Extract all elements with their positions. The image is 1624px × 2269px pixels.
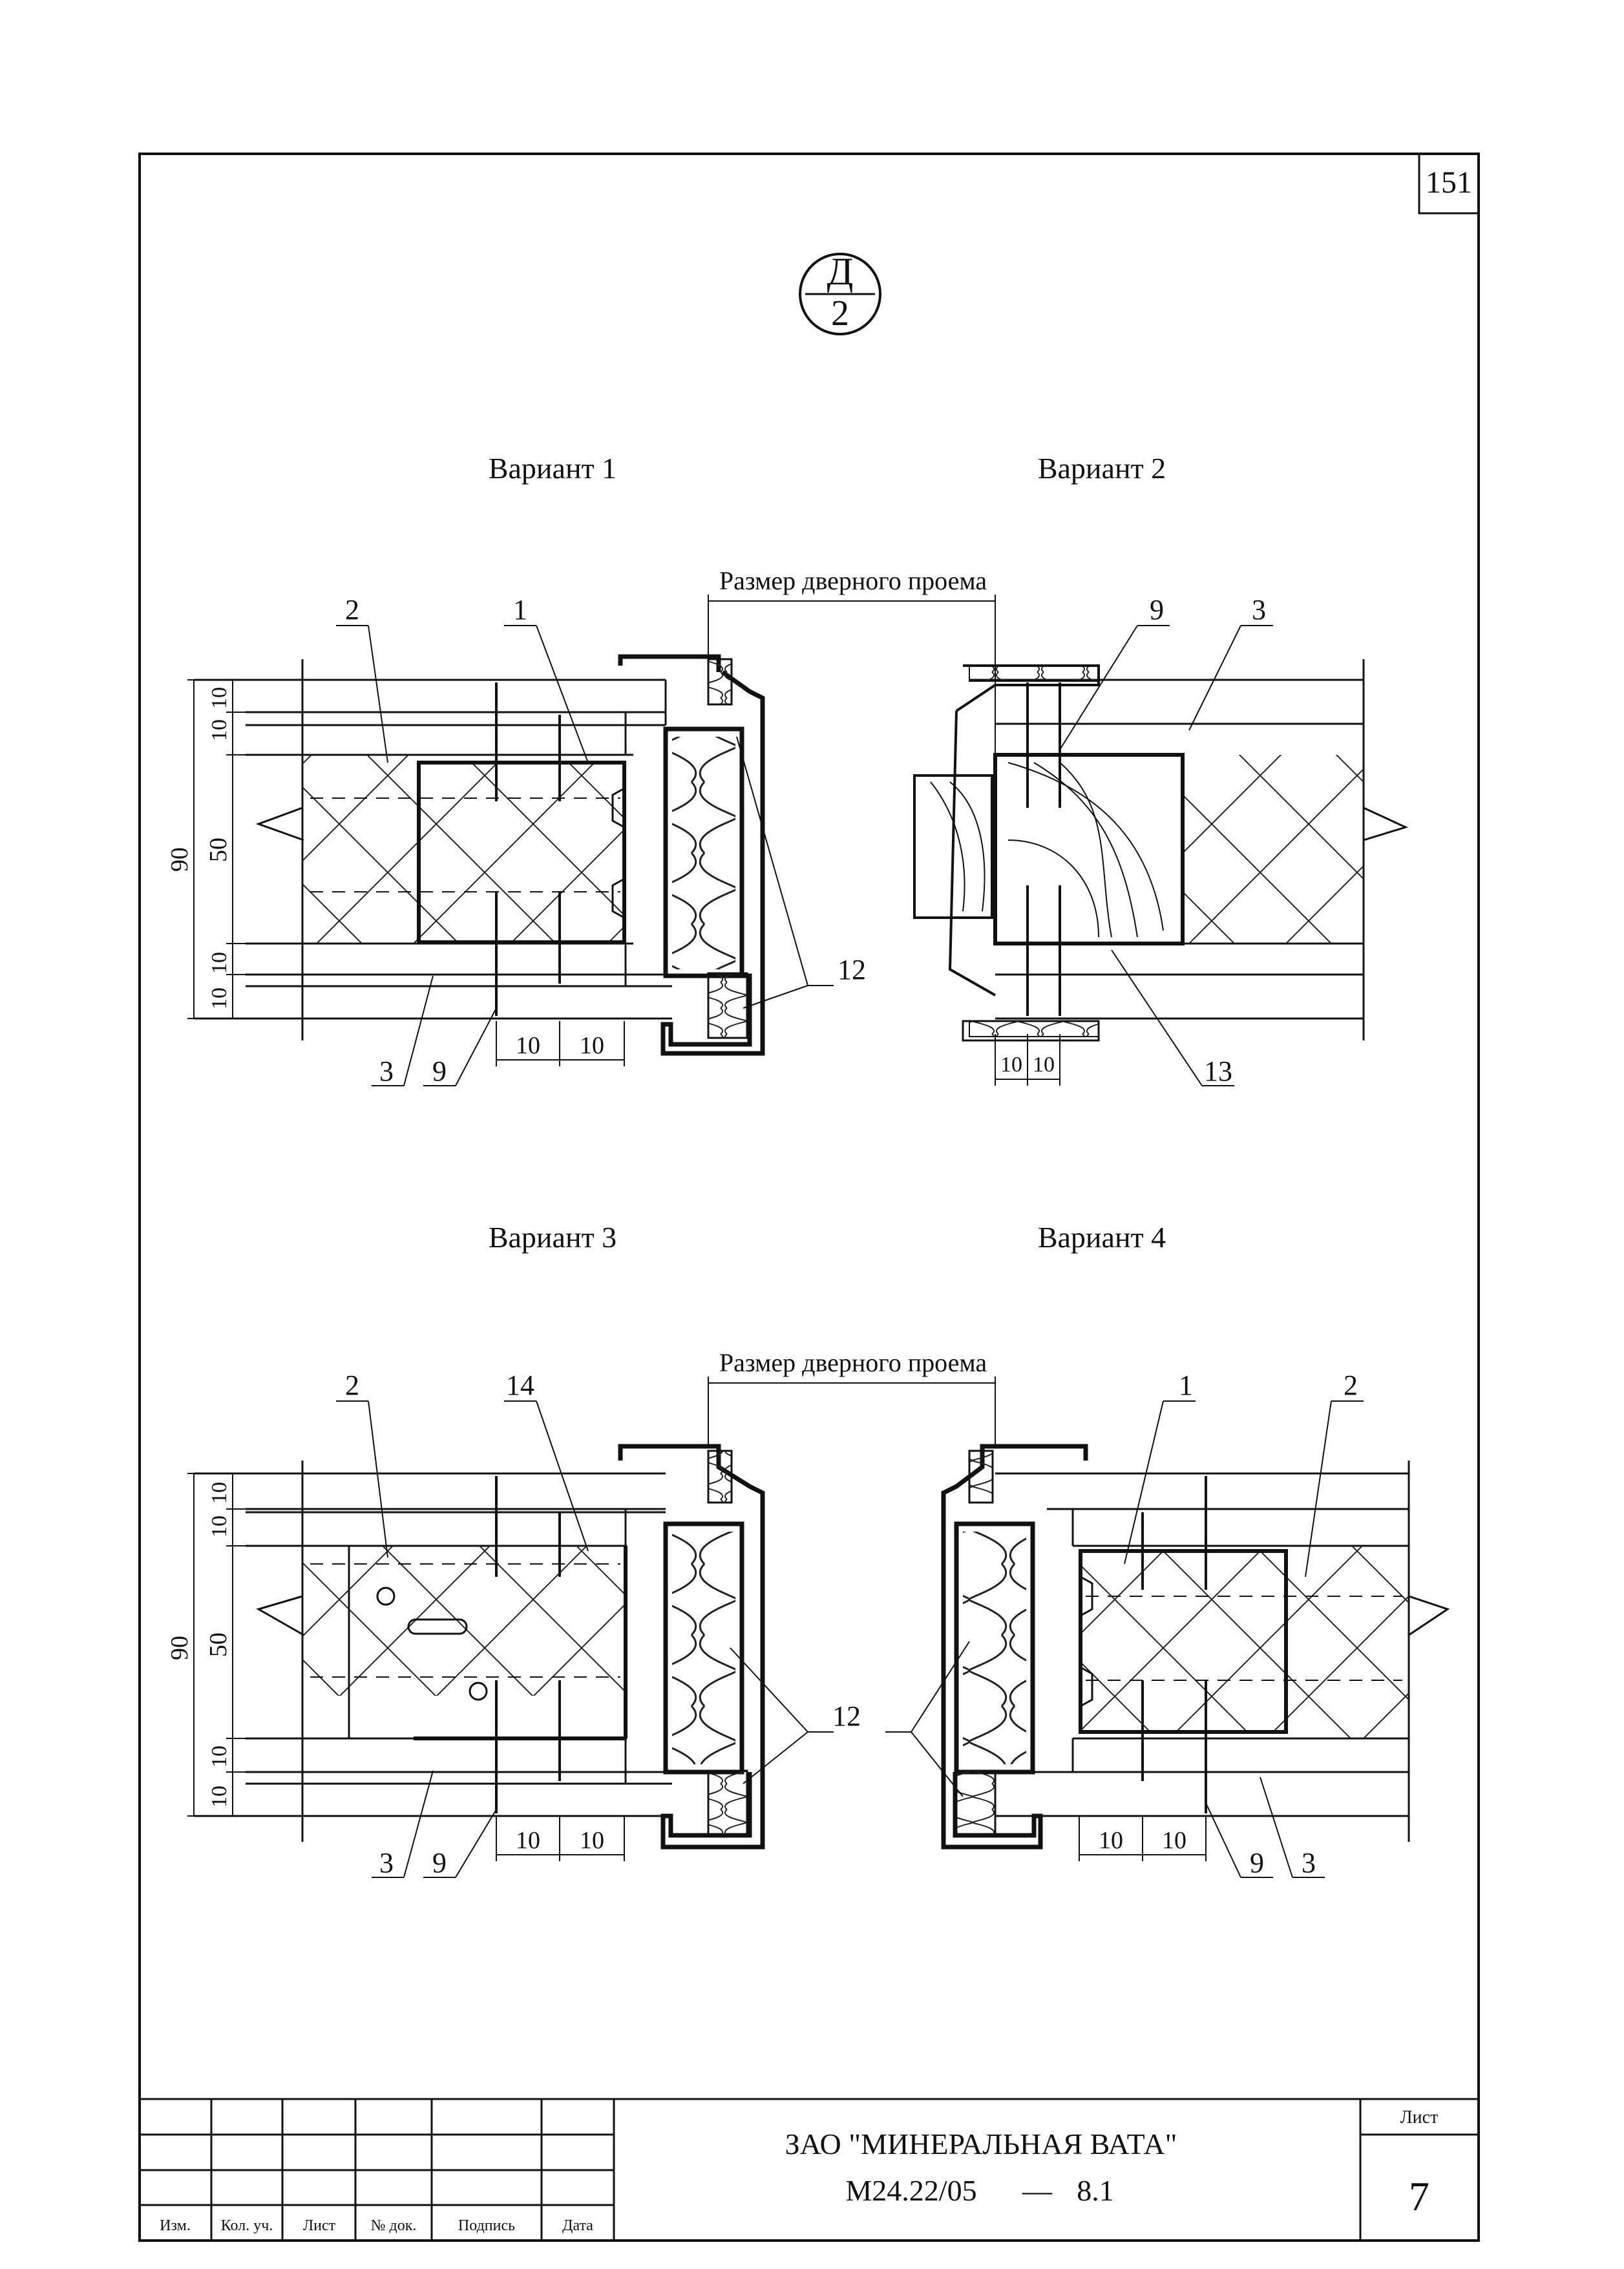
variant-2-section bbox=[913, 625, 1409, 1086]
tb-sheet-label: Лист bbox=[1400, 2107, 1439, 2127]
callout-v2-9: 9 bbox=[1150, 594, 1164, 626]
variant-3-section bbox=[187, 1400, 834, 1878]
variant-4-callouts: 1 2 9 3 bbox=[1179, 1369, 1358, 1879]
dim-stud-v3-a: 10 bbox=[516, 1827, 540, 1854]
callout-v3-2: 2 bbox=[345, 1369, 359, 1401]
variant-4-title: Вариант 4 bbox=[1038, 1221, 1166, 1254]
door-opening-label-bottom: Размер дверного проема bbox=[719, 1348, 987, 1377]
tb-dash: — bbox=[1022, 2174, 1053, 2207]
sheet-frame bbox=[138, 153, 1480, 2242]
dim-skin-v1-d: 10 bbox=[207, 987, 231, 1009]
callout-v4-3: 3 bbox=[1302, 1847, 1316, 1879]
dim-core-v1: 50 bbox=[205, 838, 232, 862]
dim-skin-v3-a: 10 bbox=[207, 1482, 231, 1504]
section-marker-top: Д bbox=[827, 250, 854, 293]
dim-stud-v2-a: 10 bbox=[1000, 1053, 1022, 1077]
tb-col-doc: № док. bbox=[371, 2217, 417, 2234]
variant-1-callouts: 2 1 12 3 9 bbox=[345, 594, 866, 1087]
tb-col-kol: Кол. уч. bbox=[221, 2217, 273, 2234]
dim-stud-v1-a: 10 bbox=[516, 1032, 540, 1059]
callout-v3-14: 14 bbox=[506, 1369, 534, 1401]
door-opening-dimension-top bbox=[708, 595, 996, 763]
dim-skin-v3-c: 10 bbox=[207, 1746, 231, 1768]
dim-skin-v1-a: 10 bbox=[207, 687, 231, 709]
dim-skin-v1-c: 10 bbox=[207, 952, 231, 974]
dim-skin-v1-b: 10 bbox=[207, 719, 231, 741]
section-marker bbox=[799, 253, 881, 335]
variant-4-dimensions: 10 10 bbox=[1099, 1827, 1186, 1854]
dim-skin-v3-b: 10 bbox=[207, 1515, 231, 1537]
variant-3-callouts: 2 14 12 3 9 bbox=[345, 1369, 861, 1879]
variant-1-title: Вариант 1 bbox=[489, 452, 617, 485]
tb-sheet-value: 7 bbox=[1409, 2173, 1429, 2219]
callout-v3-12: 12 bbox=[832, 1700, 861, 1732]
section-marker-bottom: 2 bbox=[831, 293, 849, 333]
dim-stud-v2-b: 10 bbox=[1033, 1053, 1055, 1077]
variant-1-section bbox=[187, 625, 834, 1086]
tb-col-date: Дата bbox=[562, 2217, 593, 2234]
callout-v1-9: 9 bbox=[432, 1055, 447, 1087]
callout-v2-13: 13 bbox=[1204, 1055, 1232, 1087]
tb-col-sign: Подпись bbox=[458, 2217, 515, 2234]
tb-col-list: Лист bbox=[303, 2217, 336, 2234]
door-opening-label-top: Размер дверного проема bbox=[719, 566, 987, 595]
callout-v2-3: 3 bbox=[1252, 594, 1266, 626]
variant-2-callouts: 9 3 13 bbox=[1150, 594, 1266, 1087]
callout-v3-9: 9 bbox=[432, 1847, 447, 1879]
variant-2-dimensions: 10 10 bbox=[1000, 1053, 1055, 1077]
variant-3-dimensions: 90 50 10 10 10 10 10 10 bbox=[166, 1482, 604, 1854]
sheet-number: 151 bbox=[1426, 165, 1472, 200]
callout-v1-12: 12 bbox=[838, 954, 866, 986]
variant-3-title: Вариант 3 bbox=[489, 1221, 617, 1254]
tb-company: ЗАО "МИНЕРАЛЬНАЯ ВАТА" bbox=[785, 2127, 1177, 2160]
door-opening-dimension-bottom bbox=[708, 1377, 996, 1448]
variant-4-section bbox=[885, 1400, 1450, 1878]
callout-v3-3: 3 bbox=[379, 1847, 394, 1879]
variant-2-title: Вариант 2 bbox=[1038, 452, 1166, 485]
dim-total-v1: 90 bbox=[166, 847, 193, 872]
callout-v4-1: 1 bbox=[1179, 1369, 1193, 1401]
callout-v1-3: 3 bbox=[379, 1055, 394, 1087]
dim-stud-v4-a: 10 bbox=[1099, 1827, 1123, 1854]
dim-total-v3: 90 bbox=[166, 1636, 193, 1660]
dim-stud-v4-b: 10 bbox=[1162, 1827, 1186, 1854]
dim-core-v3: 50 bbox=[205, 1632, 232, 1657]
callout-v4-2: 2 bbox=[1344, 1369, 1358, 1401]
title-block bbox=[140, 2098, 1479, 2241]
tb-doc-num: 8.1 bbox=[1077, 2174, 1114, 2207]
callout-v1-1: 1 bbox=[513, 594, 527, 626]
tb-col-izm: Изм. bbox=[160, 2217, 191, 2234]
dim-stud-v1-b: 10 bbox=[580, 1032, 604, 1059]
dim-skin-v3-d: 10 bbox=[207, 1786, 231, 1808]
variant-1-dimensions: 90 50 10 10 10 10 10 10 bbox=[166, 687, 604, 1059]
callout-v4-9: 9 bbox=[1250, 1847, 1264, 1879]
dim-stud-v3-b: 10 bbox=[580, 1827, 604, 1854]
tb-doc-code: М24.22/05 bbox=[845, 2174, 976, 2207]
callout-v1-2: 2 bbox=[345, 594, 359, 626]
